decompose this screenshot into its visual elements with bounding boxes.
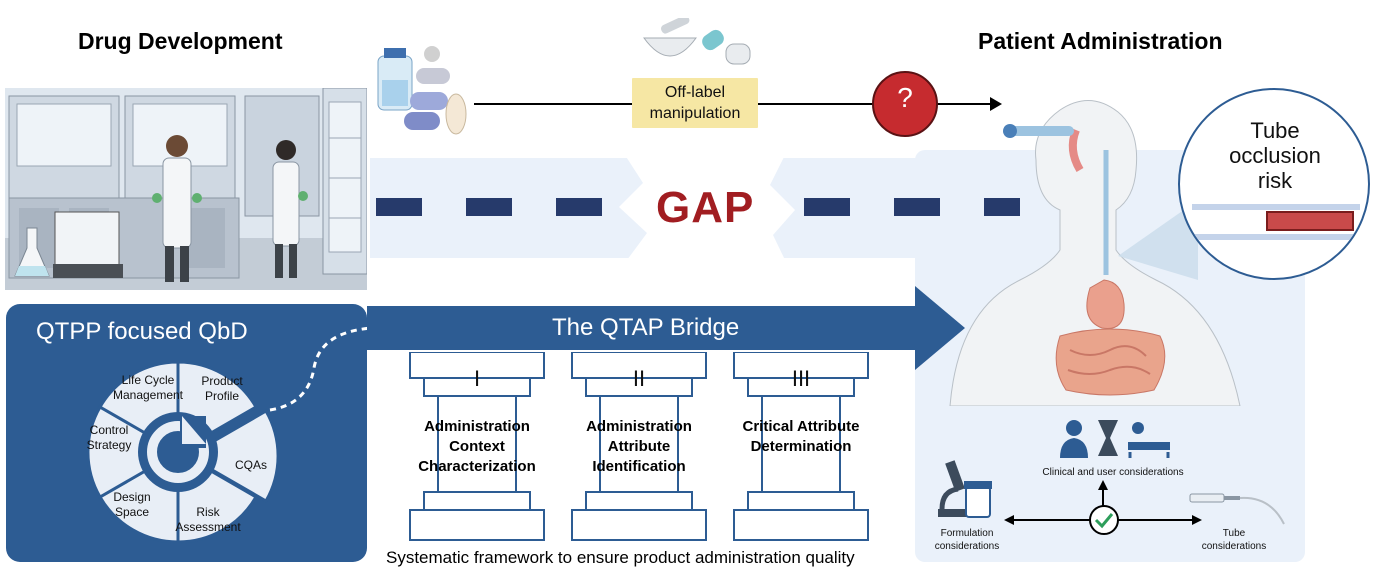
patient-anatomy-illustration: [949, 100, 1241, 406]
wheel-label-design-space: Design Space: [113, 490, 151, 519]
qtap-bridge-arrow: [367, 286, 965, 370]
formulation-considerations-label: Formulation considerations: [934, 528, 1000, 552]
gap-dash: [466, 198, 512, 216]
qbd-wheel: [86, 360, 278, 544]
gap-label: GAP: [656, 183, 755, 232]
qbd-title: QTPP focused QbD: [36, 318, 248, 345]
torn-gap-shape: [619, 155, 795, 260]
gap-dash: [376, 198, 422, 216]
question-mark: ?: [897, 82, 913, 113]
gap-dash: [556, 198, 602, 216]
check-circle-icon: [1089, 505, 1119, 535]
pillar-text-1: Administration Context Characterization: [418, 418, 536, 475]
tube-occlusion-block: [1266, 211, 1354, 231]
gap-dash: [804, 198, 850, 216]
wheel-label-product-profile: Product Profile: [201, 374, 243, 403]
pillar-illustration-2: [571, 352, 707, 541]
pillar-text-2: Administration Attribute Identification: [586, 418, 692, 475]
qtap-bridge-title: The QTAP Bridge: [552, 314, 740, 341]
gap-dash: [894, 198, 940, 216]
dashed-connector-arrow: [269, 322, 382, 412]
bridge-caption: Systematic framework to ensure product a…: [386, 548, 855, 567]
tube-occlusion-label: Tube occlusion risk: [1229, 118, 1321, 193]
question-circle: [872, 71, 938, 137]
pillar-numeral-2: II: [632, 366, 646, 391]
laboratory-illustration: [5, 88, 367, 290]
formulation-microscope-icon: [938, 460, 992, 518]
wheel-label-risk-assessment: Risk Assessment: [175, 505, 241, 534]
pillar-text-3: Critical Attribute Determination: [742, 418, 860, 455]
wheel-label-control-strategy: Control Strategy: [86, 423, 132, 452]
pillar-numeral-1: I: [473, 366, 481, 391]
pillar-numeral-3: III: [791, 366, 811, 391]
tube-considerations-label: Tube considerations: [1201, 528, 1267, 552]
wheel-label-life-cycle: Life Cycle Management: [112, 373, 184, 402]
pillar-illustration-3: [733, 352, 869, 541]
clinical-user-icon: [1060, 420, 1170, 458]
patient-administration-heading: Patient Administration: [978, 28, 1223, 54]
tube-wall-top: [1192, 204, 1360, 210]
clinical-user-considerations-label: Clinical and user considerations: [1042, 467, 1184, 478]
mortar-pestle-icon: [643, 18, 751, 65]
pillar-illustration-1: [409, 352, 545, 541]
gap-dash: [984, 198, 1020, 216]
wheel-label-cqas: CQAs: [234, 458, 267, 472]
tube-wall-bottom: [1192, 234, 1360, 240]
drug-development-heading: Drug Development: [78, 28, 283, 54]
tube-callout-connector: [1118, 200, 1198, 280]
tube-callout-circle: [1178, 88, 1370, 280]
off-label-manipulation-label: Off-label manipulation: [632, 78, 758, 128]
syringe-tube-icon: [1189, 493, 1285, 525]
medicine-bottle-pills-icon: [377, 46, 467, 135]
